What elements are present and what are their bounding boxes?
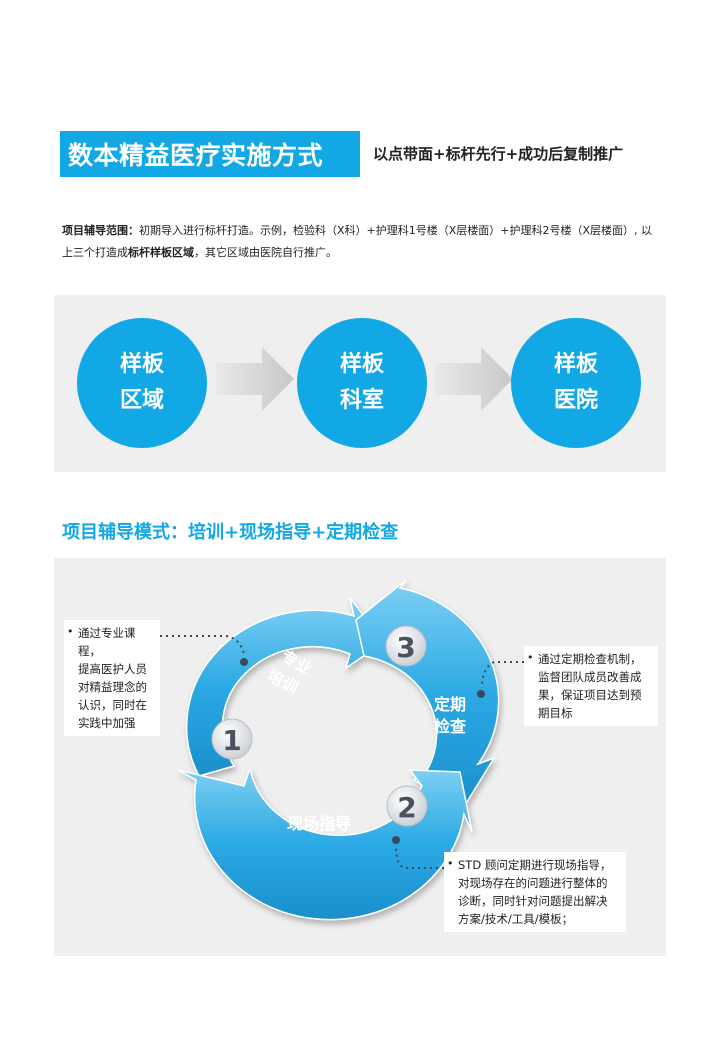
page-subtitle: 以点带面+标杆先行+成功后复制推广 — [373, 145, 624, 163]
step-3-label: 检查 — [434, 717, 466, 736]
connector-inspection — [481, 661, 524, 689]
step-3-number: 3 — [396, 631, 415, 664]
note-training: 通过专业课程， 提高医护人员 对精益理念的 认识，同时在 实践中加强 — [64, 620, 160, 736]
step-3-label: 定期 — [433, 695, 466, 714]
mode-title: 项目辅导模式：培训+现场指导+定期检查 — [62, 522, 399, 543]
note-onsite: STD 顾问定期进行现场指导， 对现场存在的问题进行整体的 诊断，同时针对问题提… — [444, 852, 626, 932]
cycle-diagram: 专业 培训 定期 检查 现场指导 1 2 3 — [160, 579, 524, 921]
note-line: 认识，同时在 — [78, 698, 147, 712]
note-line: 方案/技术/工具/模板； — [458, 912, 574, 926]
note-line: 通过定期检查机制， — [538, 652, 642, 666]
connector-dot — [240, 658, 248, 666]
flow-circle-label: 科室 — [339, 388, 384, 413]
note-line: 实践中加强 — [78, 716, 136, 730]
note-line: 果，保证项目达到预 — [538, 688, 642, 702]
step-2-label: 现场指导 — [287, 814, 351, 833]
flow-circle-hospital: 样板 医院 — [511, 318, 641, 448]
flow-circle-area: 样板 区域 — [77, 318, 207, 448]
step-3-badge — [385, 625, 427, 667]
flow-circle-department: 样板 科室 — [297, 318, 427, 448]
note-line: 通过专业课程， — [78, 626, 136, 658]
page-title: 数本精益医疗实施方式 — [60, 131, 360, 177]
connector-dot — [392, 836, 400, 844]
note-line: 对精益理念的 — [78, 680, 147, 694]
step-1-number: 1 — [222, 724, 241, 757]
flow-circle-label: 区域 — [119, 388, 164, 413]
note-line: 提高医护人员 — [78, 662, 147, 676]
flow-circle-label: 样板 — [553, 352, 598, 377]
step-2-badge — [386, 785, 428, 827]
ring-segment-training — [185, 597, 386, 777]
note-inspection: 通过定期检查机制， 监督团队成员改善成 果，保证项目达到预 期目标 — [524, 646, 658, 726]
ring-segment-onsite — [177, 767, 473, 921]
flow-circle-label: 样板 — [119, 352, 164, 377]
scope-text-2: ，其它区域由医院自行推广。 — [194, 246, 337, 259]
right-arrow-icon — [216, 347, 294, 411]
step-1-badge — [211, 718, 253, 760]
flow-circle-label: 医院 — [553, 388, 598, 413]
scope-highlight: 标杆样板区域 — [128, 246, 194, 259]
step-2-number: 2 — [397, 791, 416, 824]
flow-circle-label: 样板 — [339, 352, 384, 377]
right-arrow-icon — [435, 347, 513, 411]
note-line: 期目标 — [538, 706, 573, 720]
note-line: STD 顾问定期进行现场指导， — [458, 858, 612, 872]
note-line: 诊断，同时针对问题提出解决 — [458, 894, 608, 908]
scope-paragraph: 项目辅导范围：初期导入进行标杆打造。示例，检验科（X科）+护理科1号楼（X层楼面… — [62, 220, 662, 264]
cycle-panel: 专业 培训 定期 检查 现场指导 1 2 3 通过专业课程， 提高医护人员 对精… — [54, 558, 666, 956]
connector-training — [160, 635, 245, 655]
note-line: 对现场存在的问题进行整体的 — [458, 876, 608, 890]
note-line: 监督团队成员改善成 — [538, 670, 642, 684]
scope-text-1: 初期导入进行标杆打造。示例，检验科（X科）+护理科1号楼（X层楼面）+护理科2号… — [62, 224, 653, 259]
flow-panel: 样板 区域 样板 科室 样板 医院 — [54, 295, 666, 472]
connector-dot — [477, 690, 485, 698]
scope-label: 项目辅导范围： — [62, 224, 139, 237]
connector-onsite — [395, 847, 444, 869]
